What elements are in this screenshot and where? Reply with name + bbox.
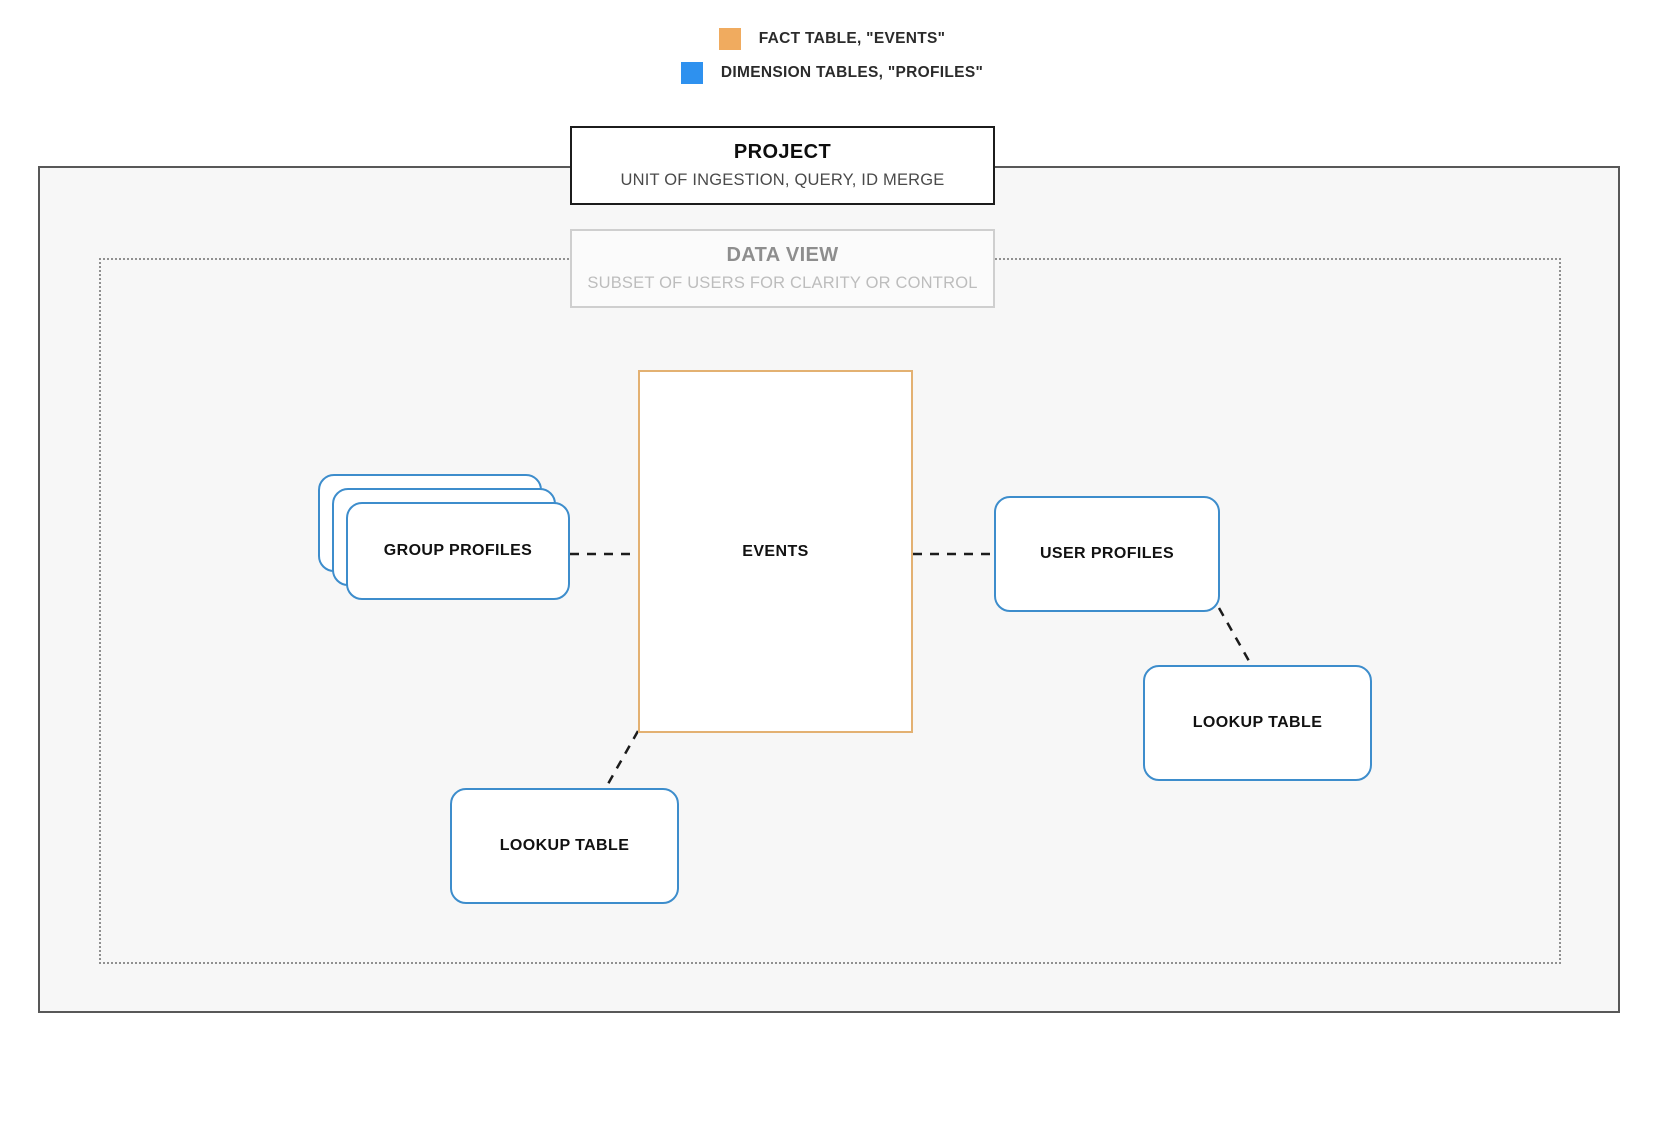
legend: FACT TABLE, "EVENTS" DIMENSION TABLES, "…	[0, 28, 1664, 96]
fact-table-events[interactable]: EVENTS	[638, 370, 913, 733]
lookup-table-left-label: LOOKUP TABLE	[499, 837, 630, 854]
lookup-table-right-label: LOOKUP TABLE	[1192, 714, 1323, 731]
square-swatch-blue-icon	[680, 62, 703, 84]
data-view-subtitle: SUBSET OF USERS FOR CLARITY OR CONTROL	[587, 274, 978, 292]
project-label-box: PROJECT UNIT OF INGESTION, QUERY, ID MER…	[570, 126, 995, 205]
legend-item-fact-table-label: FACT TABLE, "EVENTS"	[758, 30, 946, 47]
lookup-table-right-card[interactable]: LOOKUP TABLE	[1143, 665, 1372, 781]
legend-item-dimension-tables-label: DIMENSION TABLES, "PROFILES"	[720, 64, 984, 81]
project-subtitle: UNIT OF INGESTION, QUERY, ID MERGE	[620, 171, 945, 189]
project-title: PROJECT	[733, 141, 832, 163]
lookup-table-left-card[interactable]: LOOKUP TABLE	[450, 788, 679, 904]
square-swatch-orange-icon	[718, 28, 741, 50]
group-profiles-card-front[interactable]: GROUP PROFILES	[346, 502, 570, 600]
user-profiles-card[interactable]: USER PROFILES	[994, 496, 1220, 612]
group-profiles-label: GROUP PROFILES	[383, 542, 533, 559]
legend-item-fact-table: FACT TABLE, "EVENTS"	[0, 28, 1664, 50]
user-profiles-label: USER PROFILES	[1039, 545, 1175, 562]
data-view-label-box: DATA VIEW SUBSET OF USERS FOR CLARITY OR…	[570, 229, 995, 308]
legend-item-dimension-tables: DIMENSION TABLES, "PROFILES"	[0, 62, 1664, 84]
data-view-title: DATA VIEW	[726, 244, 839, 266]
fact-table-events-label: EVENTS	[742, 542, 809, 560]
group-profiles-stack[interactable]: GROUP PROFILES	[318, 474, 578, 614]
